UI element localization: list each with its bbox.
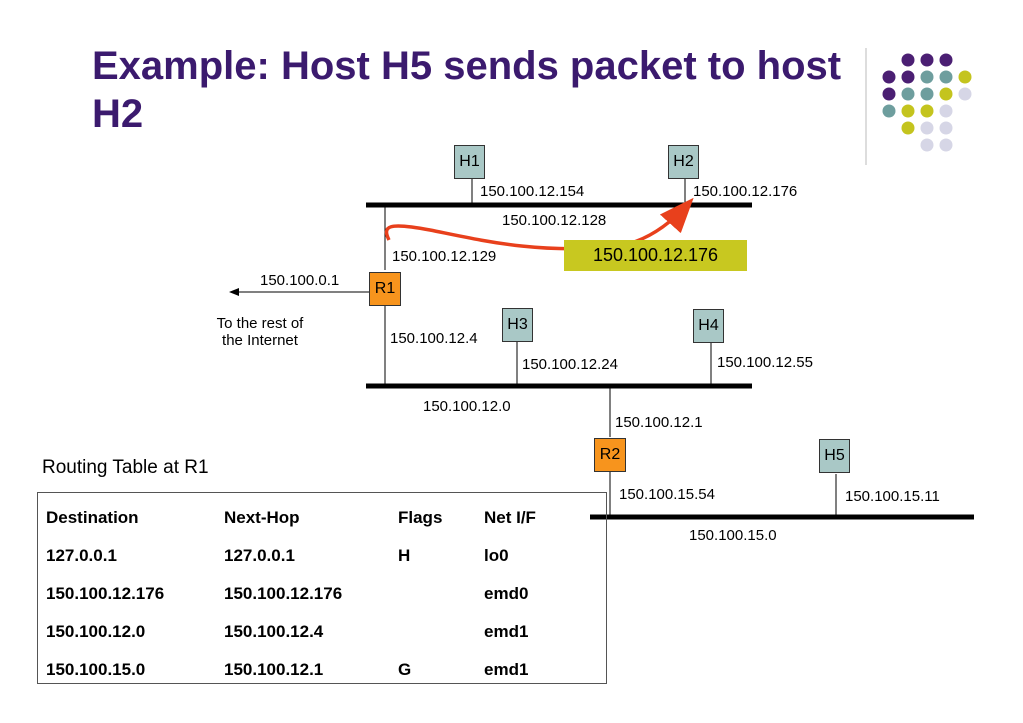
cell-next-hop: 150.100.12.4 — [224, 622, 324, 641]
header-next-hop: Next-Hop — [224, 508, 300, 527]
decorative-dot — [920, 121, 934, 135]
table-row: 127.0.0.1 127.0.0.1 H lo0 — [46, 537, 574, 575]
r1-top-address-label: 150.100.12.129 — [392, 248, 497, 265]
cell-net-if: emd1 — [484, 660, 529, 679]
decorative-dot — [939, 138, 953, 152]
decorative-dot — [901, 87, 915, 101]
cell-flags: G — [398, 660, 412, 679]
r2-bottom-address-label: 150.100.15.54 — [619, 486, 715, 503]
header-net-if: Net I/F — [484, 508, 536, 527]
routing-table-title: Routing Table at R1 — [42, 457, 209, 478]
destination-address-highlight: 150.100.12.176 — [564, 240, 747, 271]
packet-path-arrow — [384, 197, 694, 251]
cell-flags: H — [398, 546, 411, 565]
header-flags: Flags — [398, 508, 443, 527]
decorative-dot — [920, 104, 934, 118]
host-h3: H3 — [502, 308, 533, 342]
table-row: 150.100.15.0 150.100.12.1 G emd1 — [46, 651, 574, 689]
decorative-dot — [920, 138, 934, 152]
router-r2: R2 — [594, 438, 626, 472]
cell-next-hop: 150.100.12.176 — [224, 584, 343, 603]
h3-address-label: 150.100.12.24 — [522, 356, 618, 373]
decorative-dot — [939, 104, 953, 118]
decorative-dot — [939, 70, 953, 84]
decorative-dot — [882, 87, 896, 101]
decorative-dot — [882, 104, 896, 118]
network-bottom-label: 150.100.15.0 — [689, 527, 777, 544]
cell-net-if: emd0 — [484, 584, 529, 603]
cell-flags — [398, 575, 484, 613]
network-mid-label: 150.100.12.0 — [423, 398, 511, 415]
host-h5: H5 — [819, 439, 850, 473]
cell-next-hop: 150.100.12.1 — [224, 660, 324, 679]
r2-mid-address-label: 150.100.12.1 — [615, 414, 703, 431]
decorative-dot — [920, 87, 934, 101]
decorative-dot — [939, 53, 953, 67]
h5-address-label: 150.100.15.11 — [845, 488, 940, 505]
internet-label: To the rest of the Internet — [216, 315, 304, 349]
decorative-dot — [901, 121, 915, 135]
decorative-dot — [901, 104, 915, 118]
table-row: 150.100.12.176 150.100.12.176 emd0 — [46, 575, 574, 613]
cell-destination: 127.0.0.1 — [46, 546, 117, 565]
decorative-dot — [920, 53, 934, 67]
decorative-dot — [939, 121, 953, 135]
header-destination: Destination — [46, 508, 139, 527]
router-r1: R1 — [369, 272, 401, 306]
decorative-dot — [901, 53, 915, 67]
page-title: Example: Host H5 sends packet to host H2 — [92, 44, 842, 136]
cell-flags — [398, 613, 484, 651]
cell-destination: 150.100.12.176 — [46, 584, 165, 603]
network-top-label: 150.100.12.128 — [502, 212, 607, 229]
r1-external-address-label: 150.100.0.1 — [260, 272, 340, 289]
host-h2: H2 — [668, 145, 699, 179]
r1-mid-address-label: 150.100.12.4 — [390, 330, 478, 347]
cell-net-if: lo0 — [484, 546, 509, 565]
h2-address-label: 150.100.12.176 — [693, 183, 798, 200]
h4-address-label: 150.100.12.55 — [717, 354, 813, 371]
host-h4: H4 — [693, 309, 724, 343]
decorative-dot — [882, 70, 896, 84]
decorative-dot — [920, 70, 934, 84]
routing-table-header: Destination Next-Hop Flags Net I/F — [46, 499, 574, 537]
decorative-dot — [958, 70, 972, 84]
host-h1: H1 — [454, 145, 485, 179]
cell-net-if: emd1 — [484, 622, 529, 641]
h1-address-label: 150.100.12.154 — [480, 183, 585, 200]
decorative-dot — [939, 87, 953, 101]
cell-destination: 150.100.15.0 — [46, 660, 146, 679]
cell-next-hop: 127.0.0.1 — [224, 546, 295, 565]
decorative-dot — [958, 87, 972, 101]
decorative-dot — [901, 70, 915, 84]
table-row: 150.100.12.0 150.100.12.4 emd1 — [46, 613, 574, 651]
cell-destination: 150.100.12.0 — [46, 622, 146, 641]
routing-table: Destination Next-Hop Flags Net I/F 127.0… — [37, 492, 607, 684]
